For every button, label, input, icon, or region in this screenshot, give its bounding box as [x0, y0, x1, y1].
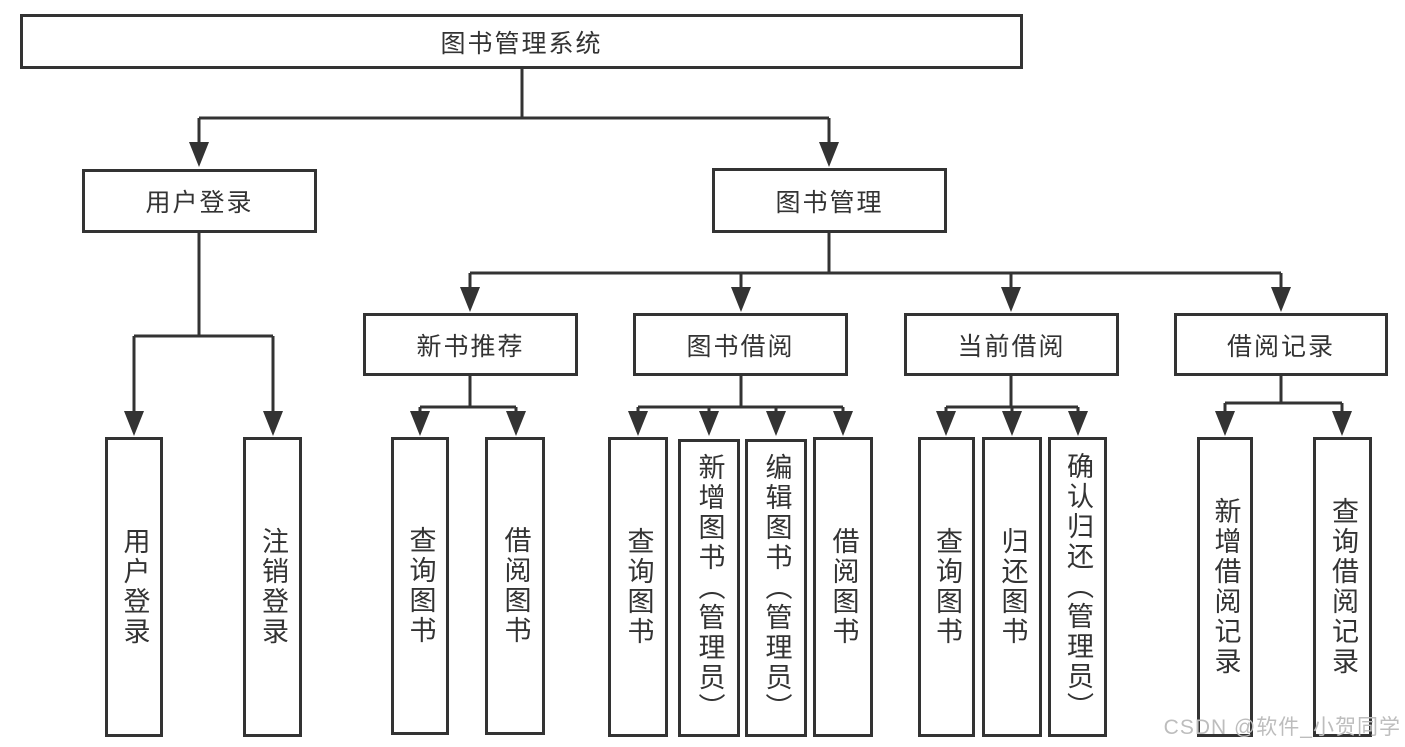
arrow-down-icons — [124, 142, 1352, 436]
leaf-user-login: 用户登录 — [105, 437, 163, 737]
node-borrow-records: 借阅记录 — [1174, 313, 1388, 376]
leaf-add-borrow-record: 新增借阅记录 — [1197, 437, 1253, 737]
leaf-query-books-newrec: 查询图书 — [391, 437, 449, 735]
leaf-borrow-books-newrec: 借阅图书 — [485, 437, 545, 735]
node-user-login-group: 用户登录 — [82, 169, 317, 233]
leaf-borrow-books-borrow: 借阅图书 — [813, 437, 873, 737]
leaf-return-books: 归还图书 — [982, 437, 1042, 737]
csdn-watermark: CSDN @软件_小贺同学 — [1163, 716, 1401, 739]
node-book-borrow: 图书借阅 — [633, 313, 848, 376]
leaf-query-books-borrow: 查询图书 — [608, 437, 668, 737]
leaf-query-borrow-record: 查询借阅记录 — [1313, 437, 1372, 737]
leaf-query-books-current: 查询图书 — [918, 437, 975, 737]
leaf-logout: 注销登录 — [243, 437, 302, 737]
node-root: 图书管理系统 — [20, 14, 1023, 69]
leaf-confirm-return-admin: 确认归还（管理员） — [1048, 437, 1107, 737]
leaf-add-book-admin: 新增图书（管理员） — [678, 439, 740, 737]
leaf-edit-book-admin: 编辑图书（管理员） — [745, 439, 807, 737]
node-new-book-recommend: 新书推荐 — [363, 313, 578, 376]
node-book-management: 图书管理 — [712, 168, 947, 233]
node-current-borrow: 当前借阅 — [904, 313, 1119, 376]
